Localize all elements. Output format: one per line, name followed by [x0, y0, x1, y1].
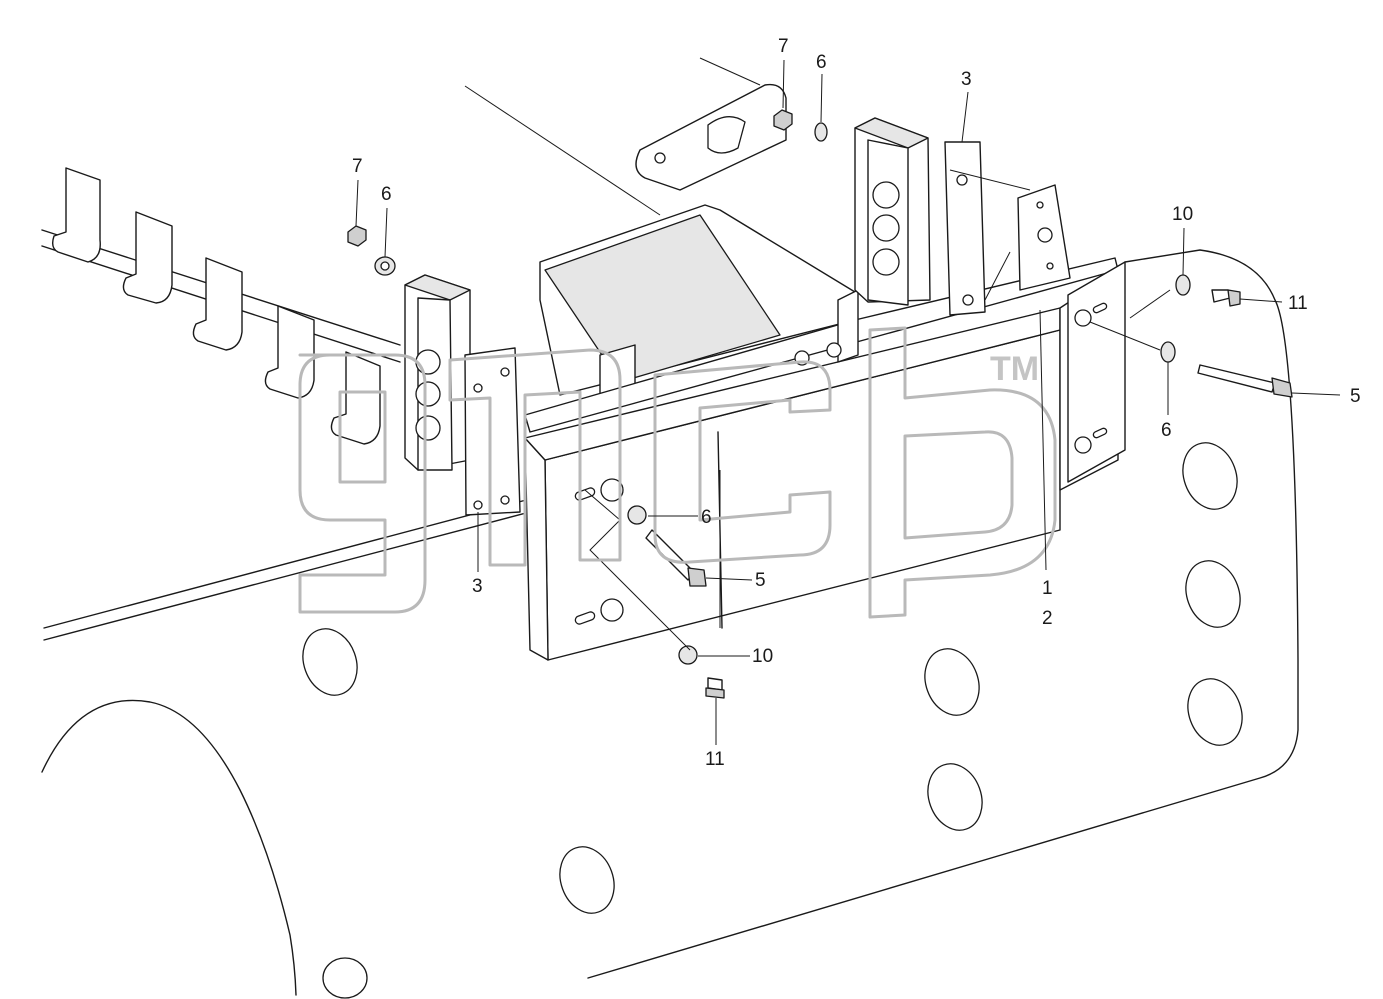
- callout-3-left: 3: [472, 576, 483, 597]
- right-clamp-block: [854, 117, 1071, 316]
- callout-5-right: 5: [1350, 386, 1361, 407]
- callout-7-top: 7: [778, 36, 789, 57]
- callout-10-right: 10: [1172, 204, 1193, 225]
- bolt-mid: [645, 529, 695, 581]
- callout-1: 1: [1042, 578, 1053, 599]
- callout-6-right: 6: [1161, 420, 1172, 441]
- guide-lines: [464, 57, 761, 216]
- callout-11-right: 11: [1288, 293, 1308, 314]
- callout-10-bottom: 10: [752, 646, 773, 667]
- watermark-trademark: TM: [990, 350, 1039, 388]
- nut-top: [773, 109, 793, 131]
- washer-top: [814, 122, 828, 142]
- callout-6-mid: 6: [701, 507, 712, 528]
- callout-11-bottom: 11: [705, 749, 725, 770]
- bolt-right-long: [1197, 364, 1276, 393]
- washer-right-mid: [1160, 341, 1176, 363]
- watermark-logo: TM: [298, 326, 1057, 619]
- fasteners: [347, 109, 1293, 699]
- bolt-right-short: [1211, 289, 1231, 303]
- leader-lines: [355, 59, 1341, 745]
- left-clamp-block: [404, 274, 521, 516]
- callout-5-mid: 5: [755, 570, 766, 591]
- callout-6-top: 6: [816, 52, 827, 73]
- rear-bracket-plate: [635, 83, 787, 191]
- frame-holes: [302, 442, 1243, 999]
- washer-bottom: [678, 645, 698, 665]
- nut-left: [347, 225, 367, 247]
- comb-tines: [41, 167, 401, 445]
- washer-mid: [627, 505, 647, 525]
- callout-2: 2: [1042, 608, 1053, 629]
- frame-plate: [41, 249, 1299, 999]
- assembly-lines: [584, 289, 1171, 651]
- callout-labels: 7 6 3 7 6 3 10 11 5 6 6 5 1 2 10 11: [352, 36, 1361, 770]
- callout-6-left: 6: [381, 184, 392, 205]
- washer-right-top: [1175, 274, 1191, 296]
- callout-3-top: 3: [961, 69, 972, 90]
- callout-7-left: 7: [352, 156, 363, 177]
